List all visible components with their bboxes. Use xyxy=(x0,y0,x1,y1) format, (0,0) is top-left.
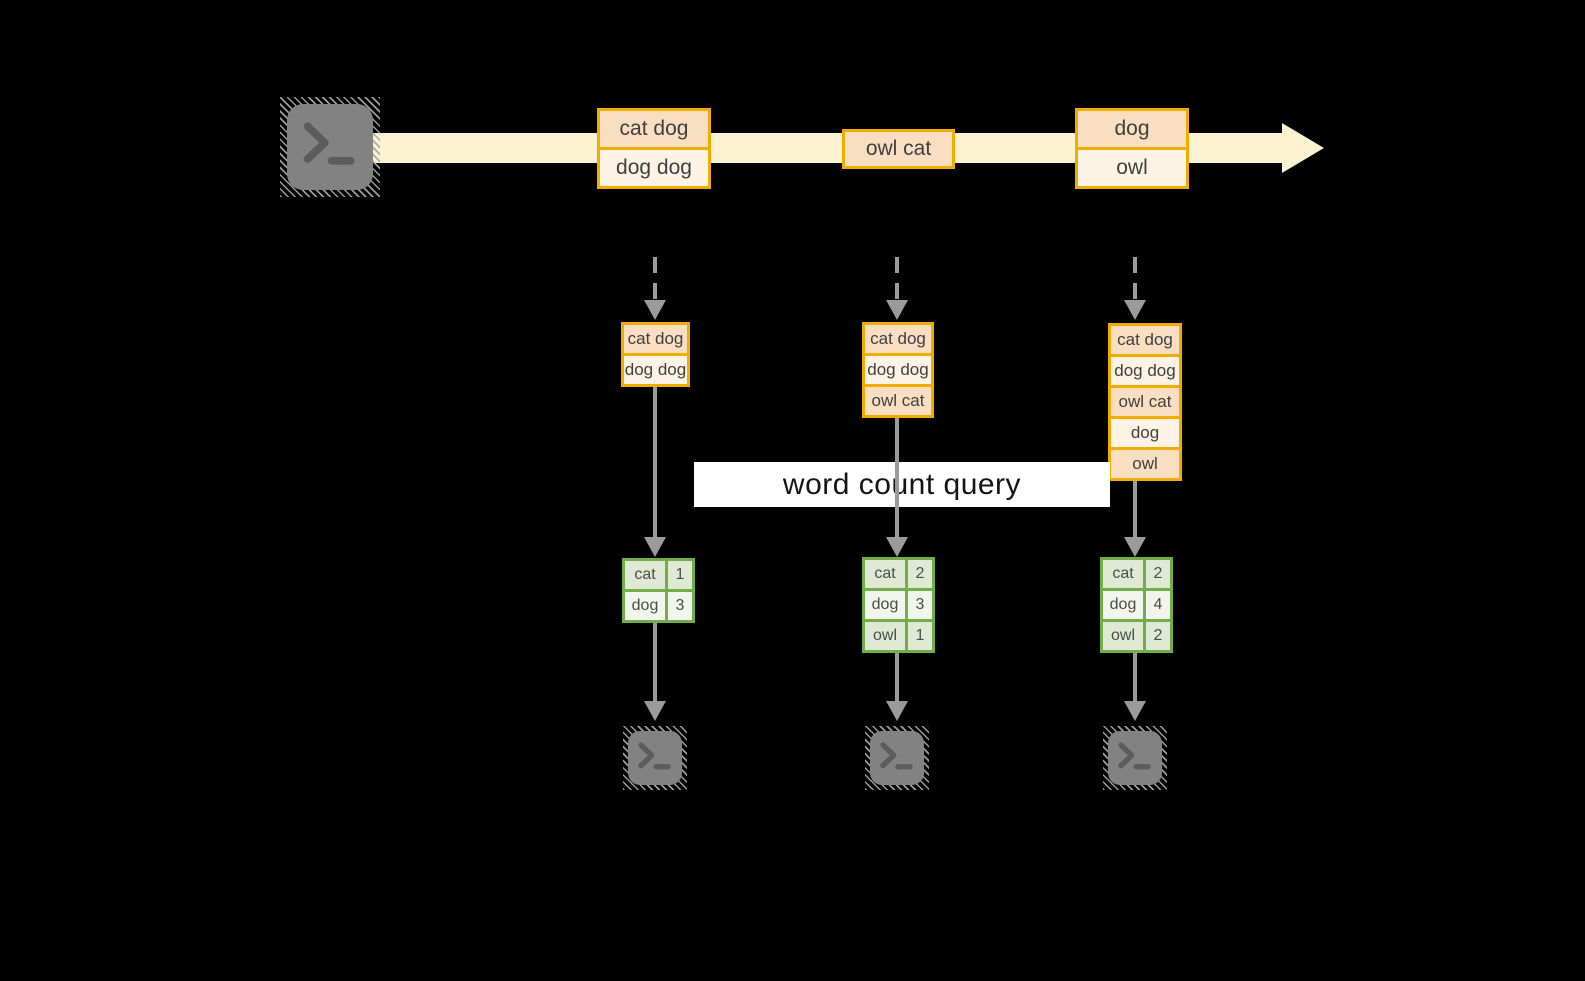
count-cell: 3 xyxy=(908,591,932,619)
prompt-glyph-icon xyxy=(1118,742,1151,770)
result-table-1: cat 1 dog 3 xyxy=(622,558,695,623)
count-cell: 1 xyxy=(668,561,692,589)
query-label-band: word count query xyxy=(694,462,1110,507)
dashed-arrow-line xyxy=(653,257,657,299)
event-box-1: cat dog dog dog xyxy=(597,108,711,189)
arrow-line xyxy=(653,387,657,537)
word-cell: owl xyxy=(1103,622,1146,650)
arrow-line xyxy=(895,653,899,701)
word-cell: owl xyxy=(865,622,908,650)
state-row: owl cat xyxy=(1111,388,1179,419)
arrowhead-icon xyxy=(644,300,666,320)
state-box-2: cat dog dog dog owl cat xyxy=(862,322,934,418)
terminal-screen xyxy=(287,104,373,190)
state-row: dog xyxy=(1111,419,1179,450)
prompt-glyph-icon xyxy=(303,122,355,165)
event-row: cat dog xyxy=(600,111,708,150)
table-row: dog 3 xyxy=(865,591,932,622)
event-row: owl xyxy=(1078,150,1186,186)
result-table-3: cat 2 dog 4 owl 2 xyxy=(1100,557,1173,653)
result-table-2: cat 2 dog 3 owl 1 xyxy=(862,557,935,653)
table-row: owl 1 xyxy=(865,622,932,650)
state-row: cat dog xyxy=(865,325,931,356)
sink-terminal-icon xyxy=(865,726,929,790)
word-cell: dog xyxy=(625,592,668,620)
arrow-line xyxy=(653,623,657,701)
arrowhead-icon xyxy=(644,537,666,557)
count-cell: 3 xyxy=(668,592,692,620)
state-row: cat dog xyxy=(1111,326,1179,357)
event-row: dog dog xyxy=(600,150,708,186)
state-box-1: cat dog dog dog xyxy=(621,322,690,387)
word-cell: dog xyxy=(1103,591,1146,619)
arrowhead-icon xyxy=(886,537,908,557)
arrowhead-icon xyxy=(1124,300,1146,320)
count-cell: 2 xyxy=(1146,560,1170,588)
state-row: owl cat xyxy=(865,387,931,415)
arrowhead-icon xyxy=(1124,537,1146,557)
terminal-screen xyxy=(628,731,682,785)
word-cell: cat xyxy=(1103,560,1146,588)
source-terminal-icon xyxy=(280,97,380,197)
arrowhead-icon xyxy=(886,300,908,320)
event-row: owl cat xyxy=(845,132,952,166)
arrow-line xyxy=(1133,653,1137,701)
state-row: owl xyxy=(1111,450,1179,478)
table-row: cat 1 xyxy=(625,561,692,592)
table-row: owl 2 xyxy=(1103,622,1170,650)
query-label: word count query xyxy=(782,468,1022,501)
event-box-3: dog owl xyxy=(1075,108,1189,189)
word-cell: cat xyxy=(625,561,668,589)
arrowhead-icon xyxy=(1124,701,1146,721)
sink-terminal-icon xyxy=(623,726,687,790)
dashed-arrow-line xyxy=(1133,257,1137,299)
state-row: dog dog xyxy=(624,356,687,384)
terminal-screen xyxy=(870,731,924,785)
state-box-3: cat dog dog dog owl cat dog owl xyxy=(1108,323,1182,481)
count-cell: 2 xyxy=(1146,622,1170,650)
table-row: cat 2 xyxy=(1103,560,1170,591)
sink-terminal-icon xyxy=(1103,726,1167,790)
count-cell: 2 xyxy=(908,560,932,588)
count-cell: 4 xyxy=(1146,591,1170,619)
table-row: dog 3 xyxy=(625,592,692,620)
stream-arrowhead xyxy=(1282,123,1324,173)
arrowhead-icon xyxy=(644,701,666,721)
event-box-2: owl cat xyxy=(842,129,955,169)
terminal-screen xyxy=(1108,731,1162,785)
prompt-glyph-icon xyxy=(880,742,913,770)
dashed-arrow-line xyxy=(895,257,899,299)
state-row: cat dog xyxy=(624,325,687,356)
arrow-line xyxy=(895,418,899,537)
event-row: dog xyxy=(1078,111,1186,150)
prompt-glyph-icon xyxy=(638,742,671,770)
state-row: dog dog xyxy=(1111,357,1179,388)
state-row: dog dog xyxy=(865,356,931,387)
arrow-line xyxy=(1133,481,1137,537)
word-cell: dog xyxy=(865,591,908,619)
table-row: dog 4 xyxy=(1103,591,1170,622)
word-cell: cat xyxy=(865,560,908,588)
count-cell: 1 xyxy=(908,622,932,650)
table-row: cat 2 xyxy=(865,560,932,591)
arrowhead-icon xyxy=(886,701,908,721)
